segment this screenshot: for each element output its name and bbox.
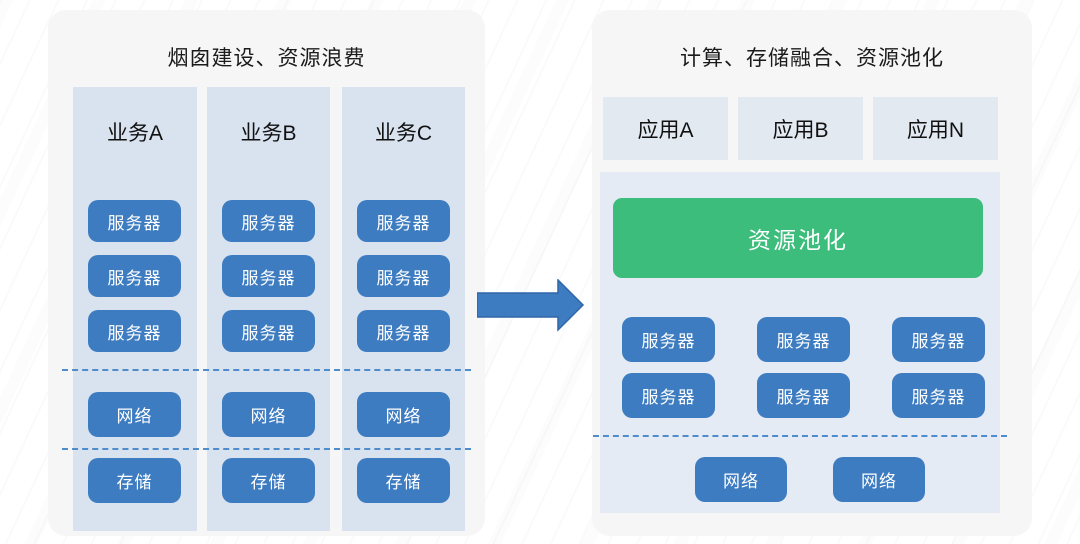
business-c-label: 业务C: [374, 122, 433, 145]
storage-box: 存储: [357, 458, 450, 503]
server-box: 服务器: [357, 200, 450, 242]
network-box: 网络: [695, 457, 787, 502]
server-box: 服务器: [357, 310, 450, 352]
server-box: 服务器: [892, 317, 985, 362]
server-box: 服务器: [222, 255, 315, 297]
network-box: 网络: [222, 392, 315, 437]
server-box: 服务器: [357, 255, 450, 297]
server-box: 服务器: [88, 255, 181, 297]
server-box: 服务器: [88, 200, 181, 242]
right-arrow-icon: [476, 278, 585, 332]
server-box: 服务器: [88, 310, 181, 352]
app-box-a: 应用A: [603, 97, 728, 160]
server-box: 服务器: [892, 373, 985, 418]
silo-architecture-panel: 烟囱建设、资源浪费 业务A 服务器 服务器 服务器 网络 存储 业务B 服务器 …: [48, 10, 485, 536]
server-box: 服务器: [757, 373, 850, 418]
server-box: 服务器: [622, 373, 715, 418]
pooled-panel-title: 计算、存储融合、资源池化: [680, 47, 944, 70]
server-network-divider-line: [593, 435, 1007, 437]
server-box: 服务器: [222, 310, 315, 352]
storage-box: 存储: [222, 458, 315, 503]
business-column-a: 业务A 服务器 服务器 服务器 网络 存储: [73, 87, 197, 531]
business-column-b: 业务B 服务器 服务器 服务器 网络 存储: [207, 87, 330, 531]
network-box: 网络: [357, 392, 450, 437]
server-box: 服务器: [222, 200, 315, 242]
network-box: 网络: [833, 457, 925, 502]
business-a-label: 业务A: [106, 122, 163, 145]
resource-pool-box: 资源池化: [613, 198, 983, 278]
server-network-divider-line: [62, 369, 471, 371]
app-box-n: 应用N: [873, 97, 998, 160]
server-box: 服务器: [757, 317, 850, 362]
business-column-c: 业务C 服务器 服务器 服务器 网络 存储: [342, 87, 465, 531]
pooled-architecture-panel: 计算、存储融合、资源池化 应用A 应用B 应用N 资源池化 服务器 服务器 服务…: [592, 10, 1032, 536]
silo-panel-title: 烟囱建设、资源浪费: [167, 47, 366, 70]
resource-pool-container: 资源池化 服务器 服务器 服务器 服务器 服务器 服务器 网络 网络: [593, 172, 1007, 513]
network-storage-divider-line: [62, 448, 471, 450]
app-box-b: 应用B: [738, 97, 863, 160]
server-box: 服务器: [622, 317, 715, 362]
network-box: 网络: [88, 392, 181, 437]
business-b-label: 业务B: [240, 122, 297, 145]
storage-box: 存储: [88, 458, 181, 503]
